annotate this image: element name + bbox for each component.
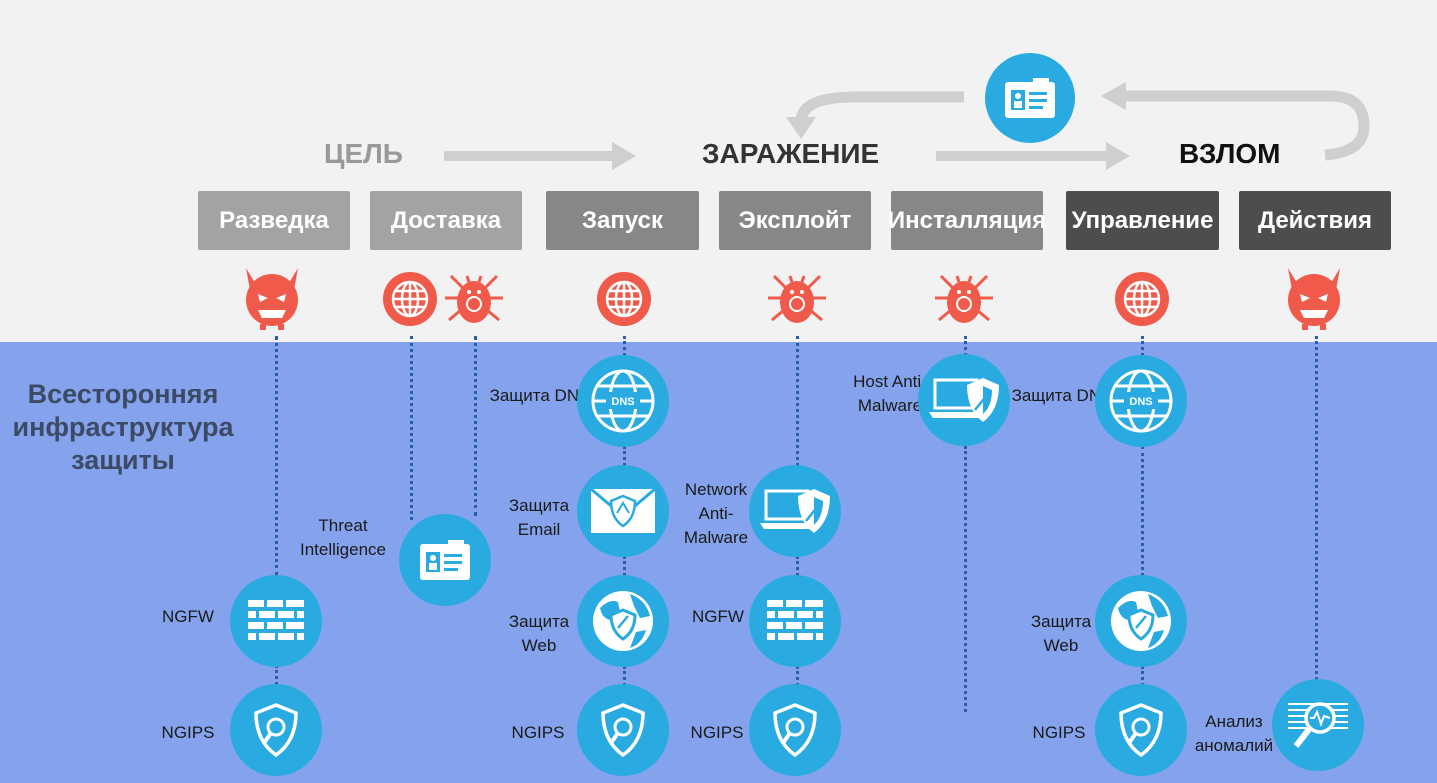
firewall-icon xyxy=(749,575,841,667)
ngips-label: NGIPS xyxy=(1032,723,1086,742)
ips-shield-icon xyxy=(230,684,322,776)
stage-control: Управление xyxy=(1066,191,1219,250)
dns-protection-label: Защита DNS xyxy=(489,386,591,405)
web-protection-label: Защита Web xyxy=(508,612,570,655)
threat-intel-icon xyxy=(399,514,491,606)
globe-threat-icon xyxy=(383,272,437,326)
ngips-label: NGIPS xyxy=(161,723,215,742)
top-panel xyxy=(0,0,1437,342)
bug-icon xyxy=(935,274,993,323)
dns-badge: DNS xyxy=(611,396,634,408)
bug-icon xyxy=(445,274,503,323)
connector-line xyxy=(1141,336,1144,356)
connector-line xyxy=(623,336,626,356)
stage-recon: Разведка xyxy=(198,191,350,250)
connector-line xyxy=(623,556,626,576)
connector-line xyxy=(474,336,477,516)
ips-shield-icon xyxy=(749,684,841,776)
connector-line xyxy=(964,336,967,356)
diagram-title: Всесторонняя инфраструктура защиты xyxy=(12,379,234,475)
connector-line xyxy=(796,666,799,686)
connector-line xyxy=(1141,666,1144,686)
dns-protection-label: Защита DNS xyxy=(1011,386,1113,405)
flow-arrows xyxy=(444,82,1370,170)
stage-delivery: Доставка xyxy=(370,191,522,250)
network-antimalware-icon xyxy=(749,465,841,557)
connector-line xyxy=(275,665,278,685)
stage-actions: Действия xyxy=(1239,191,1391,250)
email-protection-label: Защита Email xyxy=(508,496,570,539)
anomaly-analysis-icon xyxy=(1272,679,1364,771)
connector-line xyxy=(623,666,626,686)
host-antimalware-icon xyxy=(918,354,1010,446)
dns-globe-icon: DNS xyxy=(1095,355,1187,447)
dns-badge: DNS xyxy=(1129,396,1152,408)
globe-threat-icon xyxy=(597,272,651,326)
connector-line xyxy=(796,336,799,466)
threat-intel-top-icon xyxy=(985,53,1075,143)
connector-line xyxy=(1315,336,1318,680)
bug-icon xyxy=(768,274,826,323)
connector-line xyxy=(275,336,278,576)
ngips-label: NGIPS xyxy=(690,723,744,742)
devil-icon xyxy=(1288,268,1340,330)
devil-icon xyxy=(246,268,298,330)
network-antimalware-label: Network Anti- Malware xyxy=(683,480,749,547)
web-globe-icon xyxy=(1095,575,1187,667)
stage-exploit: Эксплойт xyxy=(719,191,871,250)
stage-launch: Запуск xyxy=(546,191,699,250)
host-antimalware-label: Host Anti- Malware xyxy=(853,372,927,415)
connector-line xyxy=(964,446,967,712)
web-protection-label: Защита Web xyxy=(1030,612,1092,655)
web-globe-icon xyxy=(577,575,669,667)
ngfw-label: NGFW xyxy=(692,607,744,626)
connector-line xyxy=(796,556,799,576)
connector-line xyxy=(410,336,413,520)
connector-line xyxy=(623,446,626,466)
phase-target: ЦЕЛЬ xyxy=(324,138,403,169)
threat-intel-label: Threat Intelligence xyxy=(299,516,386,559)
phase-breach: ВЗЛОМ xyxy=(1179,138,1281,169)
dns-globe-icon: DNS xyxy=(577,355,669,447)
stage-install: Инсталляция xyxy=(888,191,1046,250)
email-shield-icon xyxy=(577,465,669,557)
ips-shield-icon xyxy=(577,684,669,776)
ngfw-label: NGFW xyxy=(162,607,214,626)
anomaly-analysis-label: Анализ аномалий xyxy=(1194,712,1274,755)
connector-line xyxy=(1141,446,1144,576)
phase-infection: ЗАРАЖЕНИЕ xyxy=(702,138,880,169)
globe-threat-icon xyxy=(1115,272,1169,326)
firewall-icon xyxy=(230,575,322,667)
ngips-label: NGIPS xyxy=(511,723,565,742)
ips-shield-icon xyxy=(1095,684,1187,776)
